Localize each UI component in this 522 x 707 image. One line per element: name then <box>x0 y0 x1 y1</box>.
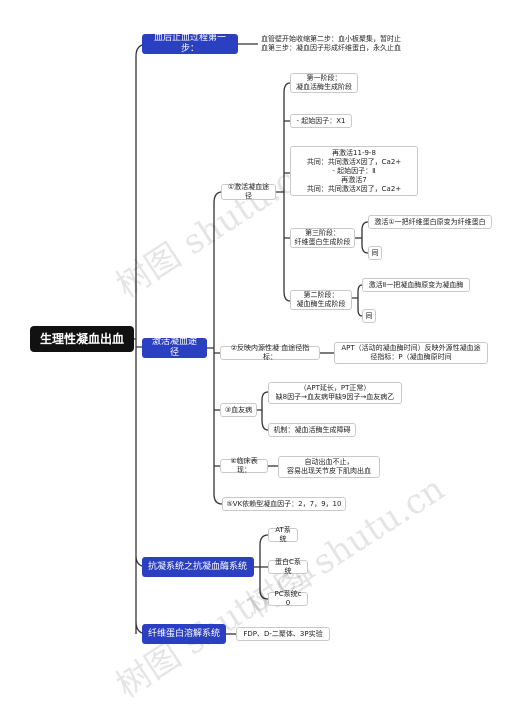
node-vk-dependent-factors[interactable]: ⑤VK依赖型凝血因子：2，7，9，10 <box>222 497 346 511</box>
node-aptt-pt[interactable]: APT（活动的凝血酶时间）反映外源性凝血途 径指标：P（凝血酶原时间 <box>334 342 488 364</box>
node-protein-c-system[interactable]: 蛋白C系统 <box>268 558 308 575</box>
node-pc-system[interactable]: PC系统c 0 <box>268 590 308 607</box>
branch-hemostasis[interactable]: 血后止血过程第一步： <box>142 33 238 54</box>
branch-coagulation-pathway[interactable]: 激活凝血途径 <box>142 337 207 358</box>
node-stage-one[interactable]: 第一阶段： 凝血活酶生成阶段 <box>290 73 358 93</box>
node-initial-factor-x1[interactable]: - 起始因子：X1 <box>290 114 352 128</box>
node-fibrinolysis-tests[interactable]: FDP、D-二聚体、3P实验 <box>236 627 330 641</box>
node-clinical-manifestation[interactable]: ④临床表现： <box>220 457 268 474</box>
connector-root-spine <box>134 43 149 635</box>
connector-lines <box>134 43 369 635</box>
node-same-2[interactable]: 同 <box>362 309 376 323</box>
node-hemophilia-mechanism[interactable]: 机制：凝血活酶生成障碍 <box>268 423 356 437</box>
node-hemophilia-types[interactable]: （APT延长，PT正常） 缺8因子→血友病甲缺9因子→血友病乙 <box>268 382 402 404</box>
node-hemostasis-steps[interactable]: 血管壁开始收缩第二步：血小板聚集，暂时止 血第三步：凝血因子形成纤维蛋白，永久止… <box>261 35 401 52</box>
node-hemophilia[interactable]: ③血友病 <box>220 403 257 417</box>
connector-n1e <box>352 284 363 317</box>
node-prothrombin-to-thrombin[interactable]: 激活Ⅱ一把凝血酶原变为凝血酶 <box>362 278 470 292</box>
node-bleeding-symptoms[interactable]: 自动出血不止， 容易出现关节皮下肌肉出血 <box>278 456 380 478</box>
node-at-system[interactable]: AT系统 <box>268 526 298 543</box>
node-stage-three[interactable]: 第三阶段： 纤维蛋白生成阶段 <box>290 228 355 248</box>
connector-n1-spine <box>276 82 291 302</box>
node-same-1[interactable]: 同 <box>368 246 382 260</box>
node-stage-two[interactable]: 第二阶段： 凝血酶生成阶段 <box>290 290 352 310</box>
connector-b2-spine <box>207 191 223 505</box>
branch-antithrombin-system[interactable]: 抗凝系统之抗凝血酶系统 <box>142 557 254 577</box>
node-intrinsic-pathway-index[interactable]: ②反映内源性凝 血途径指标： <box>220 344 320 361</box>
connector-n3 <box>257 391 269 431</box>
root-node[interactable]: 生理性凝血出血 <box>30 326 134 352</box>
connector-b3 <box>254 534 269 600</box>
node-reactivation[interactable]: 再激活11-9-8 共同：共同激活X因了，Ca2+ - 起始因子：Ⅱ 再激活7 … <box>290 146 418 196</box>
node-activate-pathway[interactable]: ①激活凝血途径 <box>221 183 276 200</box>
connector-n1d <box>355 221 369 254</box>
branch-fibrinolysis-system[interactable]: 纤维蛋白溶解系统 <box>142 624 226 644</box>
node-fibrinogen-to-fibrin[interactable]: 激活①一把纤维蛋白原变为纤维蛋白 <box>368 215 492 229</box>
